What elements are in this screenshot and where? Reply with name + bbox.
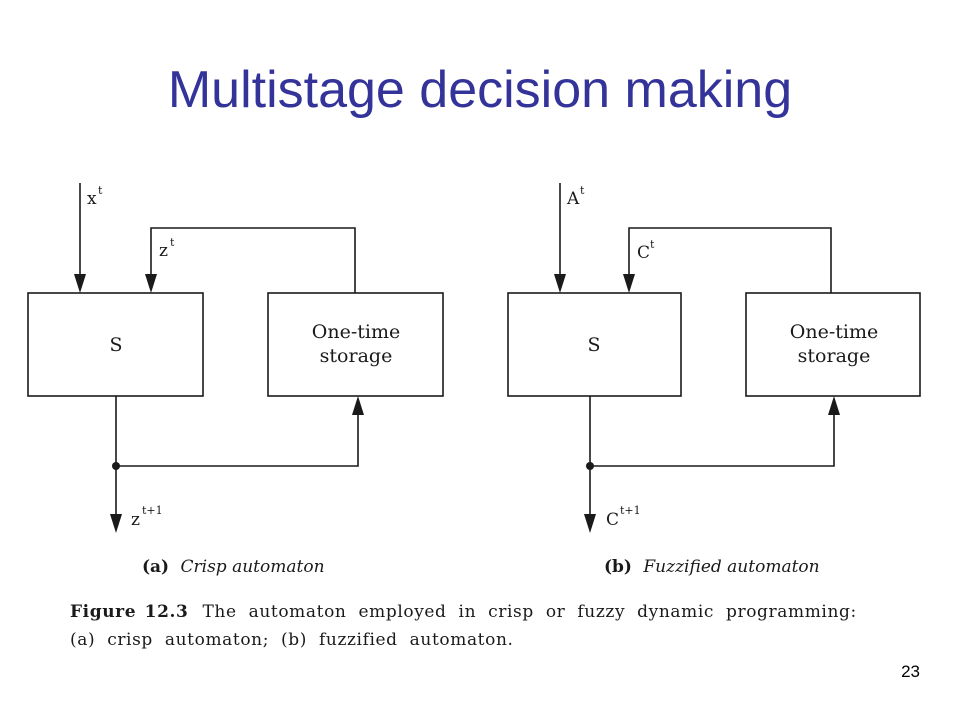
storage-label-b-line2: storage [798, 345, 871, 367]
state-sup-b: t [650, 238, 655, 251]
state-sup-a: t [170, 236, 175, 249]
subcaption-a: (a) Crisp automaton [142, 557, 325, 577]
subcaption-a-text: Crisp automaton [181, 557, 325, 577]
feedback-line-b [628, 227, 832, 293]
storage-box-a [267, 292, 444, 397]
input-sup-a: t [98, 184, 103, 197]
output-label-a: z [131, 510, 140, 530]
figure-caption-line1: Figure 12.3 The automaton employed in cri… [70, 598, 870, 626]
subcaption-b-tag: (b) [604, 557, 632, 577]
storage-label-a-line2: storage [320, 345, 393, 367]
feedback-arrowhead-b [623, 274, 635, 293]
output-arrowhead-a [110, 514, 122, 533]
store-arrowhead-b [828, 396, 840, 415]
s-box-label-b: S [587, 334, 600, 356]
slide-title: Multistage decision making [167, 61, 793, 119]
output-sup-b: t+1 [620, 504, 641, 517]
output-sup-a: t+1 [142, 504, 163, 517]
store-line-a [116, 404, 359, 467]
input-label-b: A [566, 189, 580, 209]
state-label-b: C [637, 243, 650, 263]
input-sup-b: t [580, 184, 585, 197]
store-line-b [590, 404, 835, 467]
s-box-b [507, 292, 682, 397]
input-arrowhead-a [74, 274, 86, 293]
output-label-b: C [606, 510, 619, 530]
subcaption-b: (b) Fuzzified automaton [604, 557, 820, 577]
output-arrowhead-b [584, 514, 596, 533]
store-arrowhead-a [352, 396, 364, 415]
figure-caption-line2: (a) crisp automaton; (b) fuzzified autom… [70, 630, 514, 650]
figure-caption: Figure 12.3 The automaton employed in cri… [70, 598, 870, 654]
s-box-label-a: S [109, 334, 122, 356]
storage-label-a-line1: One-time [312, 321, 400, 343]
panel-fuzzified-automaton: S One-time storage A t C t C t+1 (b) Fuz… [507, 183, 921, 577]
subcaption-b-text: Fuzzified automaton [642, 557, 819, 577]
subcaption-a-tag: (a) [142, 557, 169, 577]
figure-caption-text1: The automaton employed in crisp or fuzzy… [202, 602, 857, 622]
figure-caption-label: Figure 12.3 [70, 602, 189, 622]
panel-crisp-automaton: S One-time storage x t z t z t+1 (a) Cri… [27, 183, 444, 577]
feedback-line-a [150, 227, 356, 293]
input-label-a: x [87, 189, 97, 209]
storage-box-b [745, 292, 921, 397]
state-label-a: z [159, 241, 168, 261]
feedback-arrowhead-a [145, 274, 157, 293]
storage-label-b-line1: One-time [790, 321, 878, 343]
input-arrowhead-b [554, 274, 566, 293]
page-number: 23 [901, 662, 920, 681]
